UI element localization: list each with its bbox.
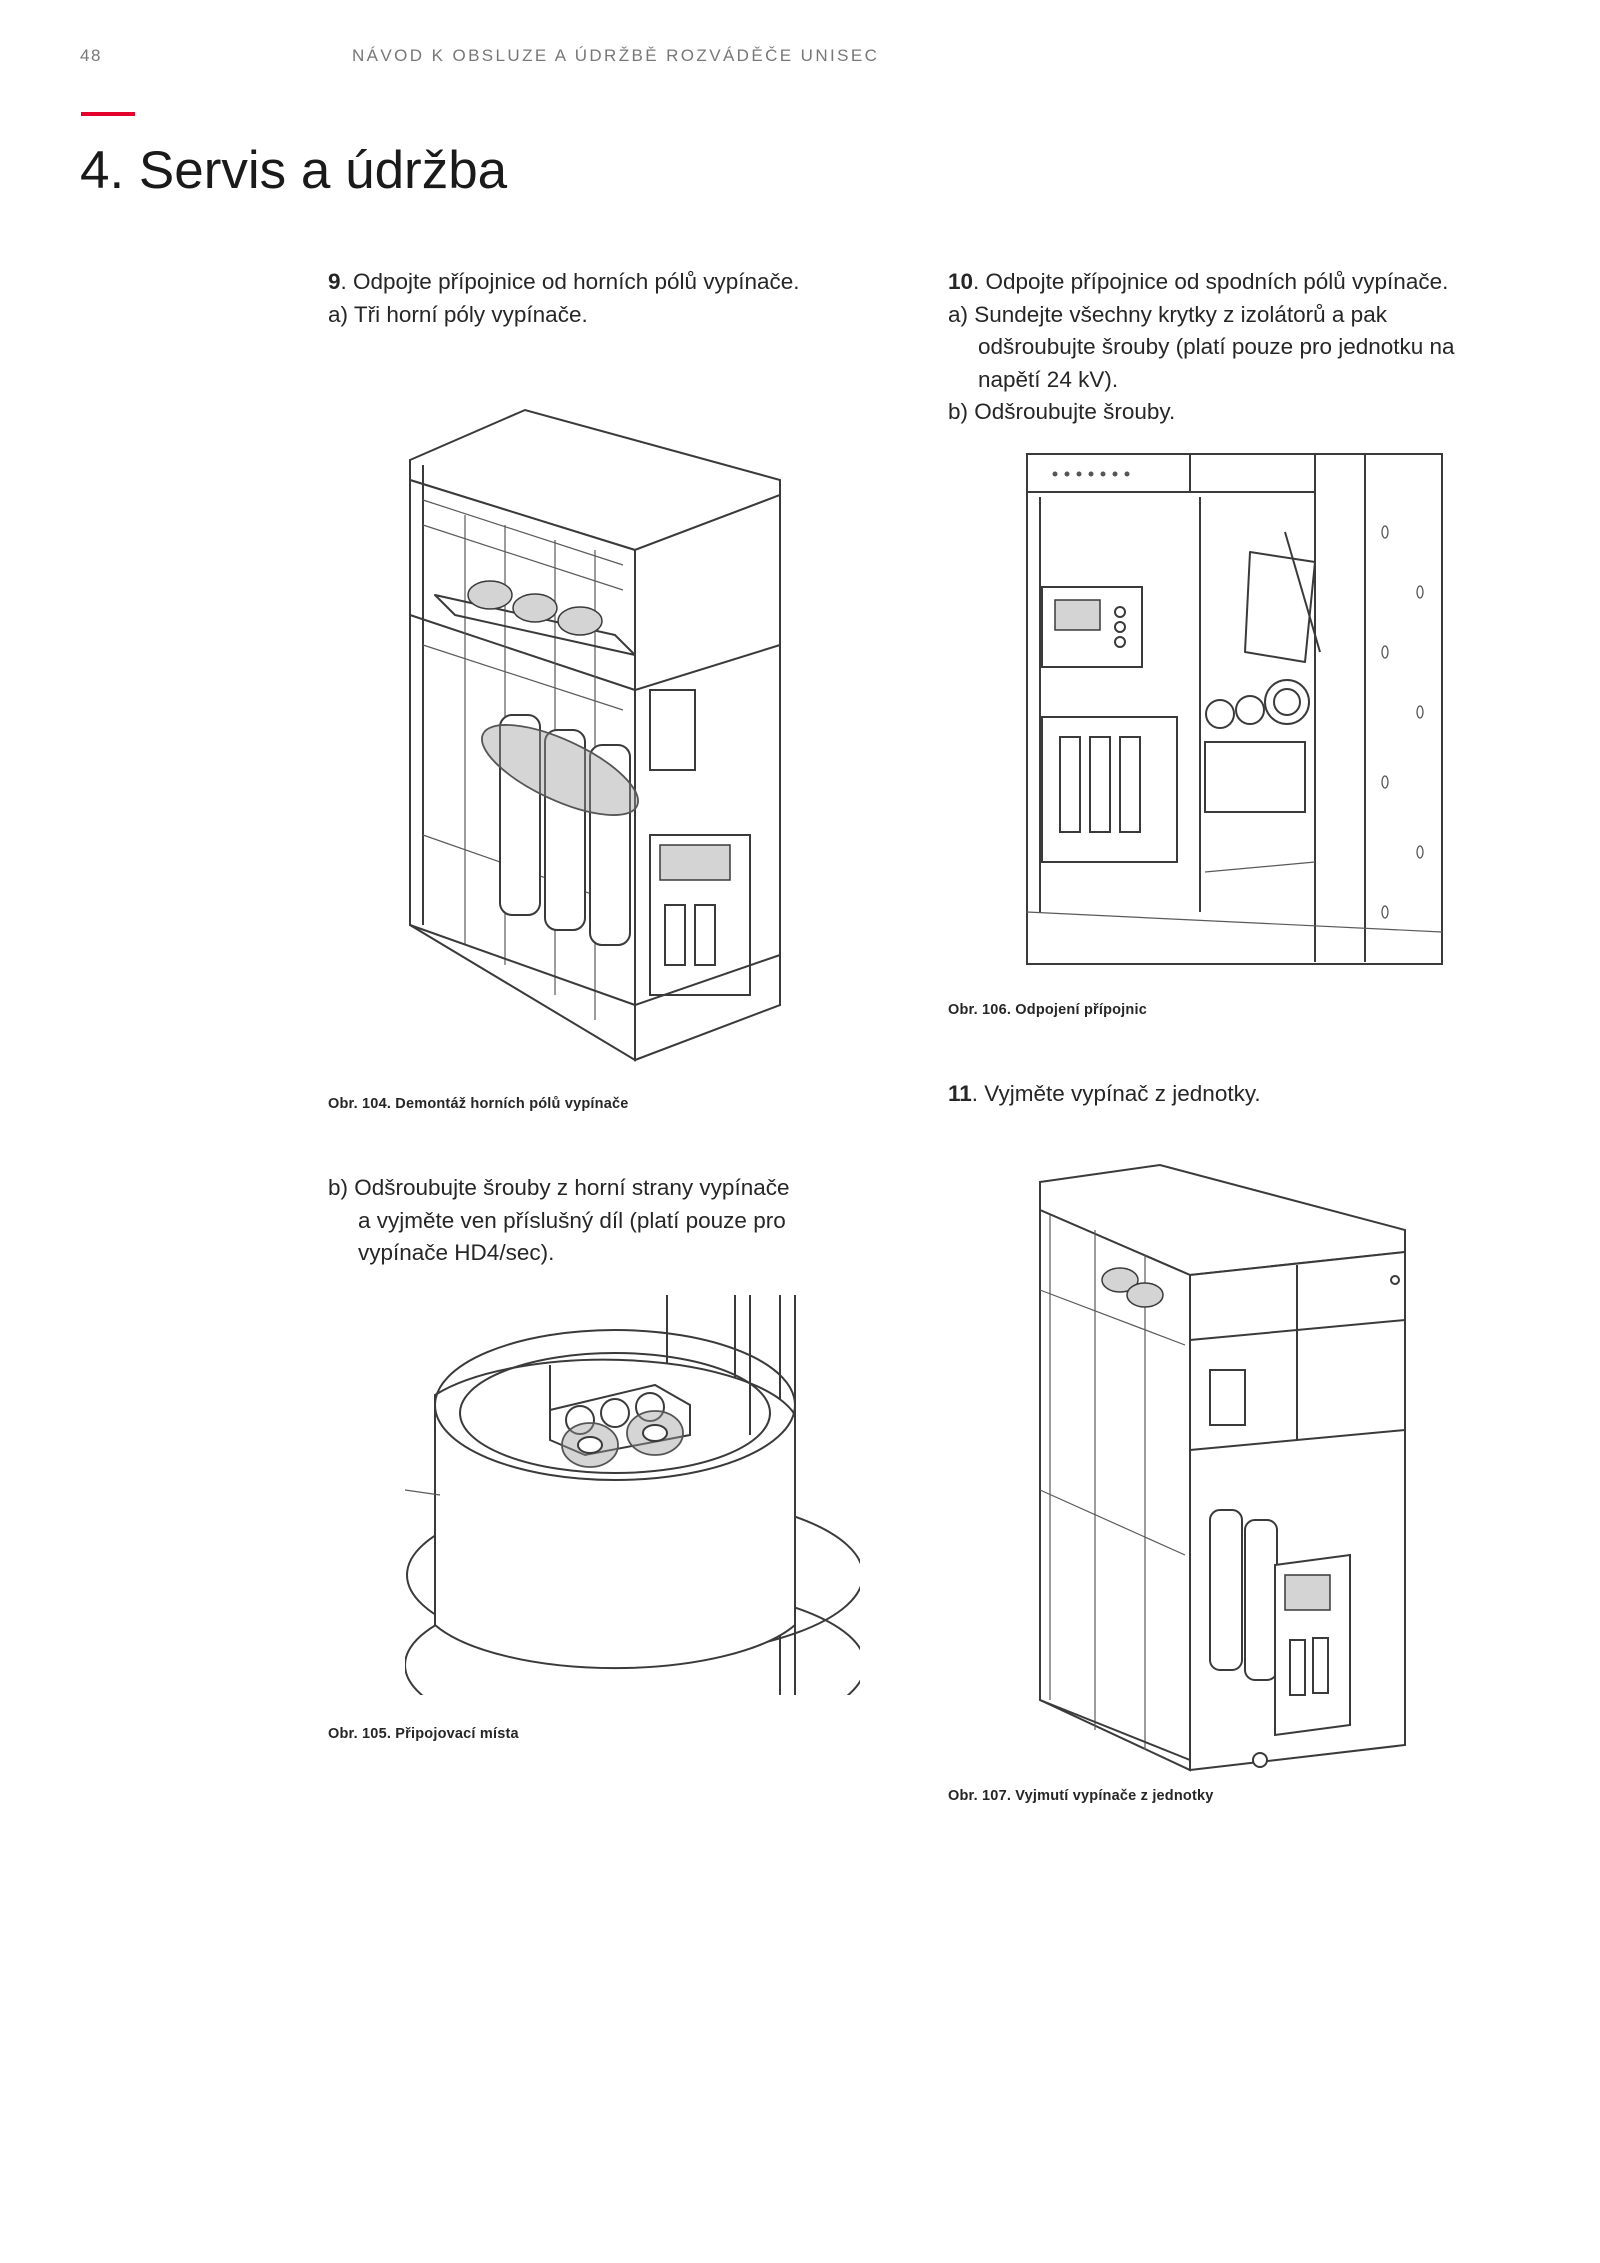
accent-bar bbox=[81, 112, 135, 116]
step-10-item-b: b) Odšroubujte šrouby. bbox=[948, 399, 1176, 424]
step-10-heading: 10. Odpojte přípojnice od spodních pólů … bbox=[948, 266, 1455, 299]
step-10-block: 10. Odpojte přípojnice od spodních pólů … bbox=[948, 266, 1455, 429]
step-9-heading: 9. Odpojte přípojnice od horních pólů vy… bbox=[328, 266, 800, 299]
step-10-item-a-line-1: a) Sundejte všechny krytky z izolátorů a… bbox=[948, 301, 1387, 327]
step-9-item-b-line-2: a vyjměte ven příslušný díl (platí pouze… bbox=[358, 1207, 786, 1233]
figure-104-caption: Obr. 104. Demontáž horních pólů vypínače bbox=[328, 1096, 629, 1112]
step-9-item-b-line-1: b) Odšroubujte šrouby z horní strany vyp… bbox=[328, 1175, 790, 1200]
step-11-block: 11. Vyjměte vypínač z jednotky. bbox=[948, 1078, 1261, 1111]
step-9-number: 9 bbox=[328, 269, 341, 294]
step-10-item-a-line-3: napětí 24 kV). bbox=[978, 366, 1119, 392]
step-11-number: 11 bbox=[948, 1081, 972, 1106]
figure-104-switchgear-top-poles bbox=[405, 405, 785, 1065]
page-number: 48 bbox=[80, 46, 102, 65]
figure-106-caption: Obr. 106. Odpojení přípojnic bbox=[948, 1002, 1147, 1018]
section-title: 4. Servis a údržba bbox=[80, 141, 508, 200]
step-9-item-a: a) Tři horní póly vypínače. bbox=[328, 301, 588, 327]
figure-106-busbar-disconnect bbox=[1025, 452, 1445, 967]
figure-105-connection-points bbox=[405, 1295, 860, 1695]
step-9-block: 9. Odpojte přípojnice od horních pólů vy… bbox=[328, 266, 800, 331]
step-10-number: 10 bbox=[948, 269, 974, 294]
figure-105-caption: Obr. 105. Připojovací místa bbox=[328, 1726, 519, 1742]
figure-107-caption: Obr. 107. Vyjmutí vypínače z jednotky bbox=[948, 1788, 1214, 1804]
step-9-text: . Odpojte přípojnice od horních pólů vyp… bbox=[340, 269, 800, 294]
step-9-item-b: b) Odšroubujte šrouby z horní strany vyp… bbox=[328, 1172, 789, 1270]
step-11-text: . Vyjměte vypínač z jednotky. bbox=[971, 1081, 1261, 1106]
running-header: NÁVOD K OBSLUZE A ÚDRŽBĚ ROZVÁDĚČE UNISE… bbox=[352, 46, 880, 65]
step-11-heading: 11. Vyjměte vypínač z jednotky. bbox=[948, 1078, 1261, 1111]
step-10-item-a-line-2: odšroubujte šrouby (platí pouze pro jedn… bbox=[978, 334, 1455, 359]
step-10-text: . Odpojte přípojnice od spodních pólů vy… bbox=[973, 269, 1449, 294]
figure-107-breaker-removal bbox=[1035, 1160, 1410, 1775]
step-9-item-b-line-3: vypínače HD4/sec). bbox=[358, 1240, 555, 1265]
